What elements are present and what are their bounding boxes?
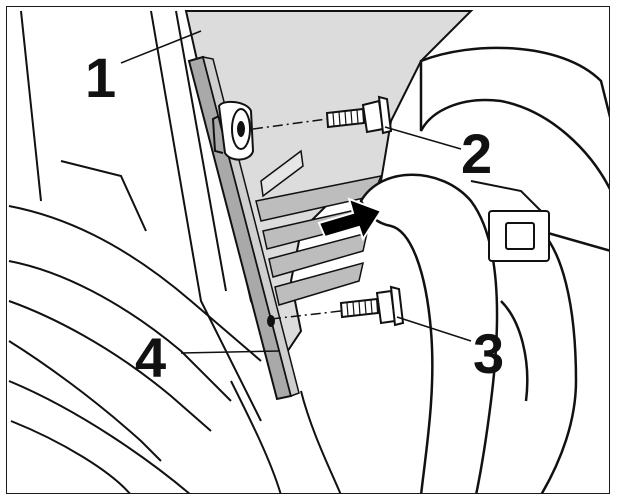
leader-line-1 xyxy=(120,30,202,64)
callout-2: 2 xyxy=(461,122,492,185)
callout-4: 4 xyxy=(135,326,166,389)
leader-line-2 xyxy=(384,126,462,150)
arrow-right-icon xyxy=(317,197,383,242)
coolant-hoses xyxy=(359,46,609,493)
vehicle-structure xyxy=(8,10,342,493)
leader-lines xyxy=(120,30,472,354)
diagram-frame: 1 2 3 4 xyxy=(6,6,610,494)
sensor-unit xyxy=(470,180,550,262)
rubber-grommet xyxy=(211,100,255,161)
leader-line-4 xyxy=(180,350,280,354)
bolt-icon xyxy=(267,285,405,327)
callout-1: 1 xyxy=(85,46,116,109)
bolt-icon xyxy=(252,95,393,135)
callout-3: 3 xyxy=(473,322,504,385)
leader-line-3 xyxy=(396,316,472,342)
exploded-view-drawing: 1 2 3 4 xyxy=(8,10,609,493)
